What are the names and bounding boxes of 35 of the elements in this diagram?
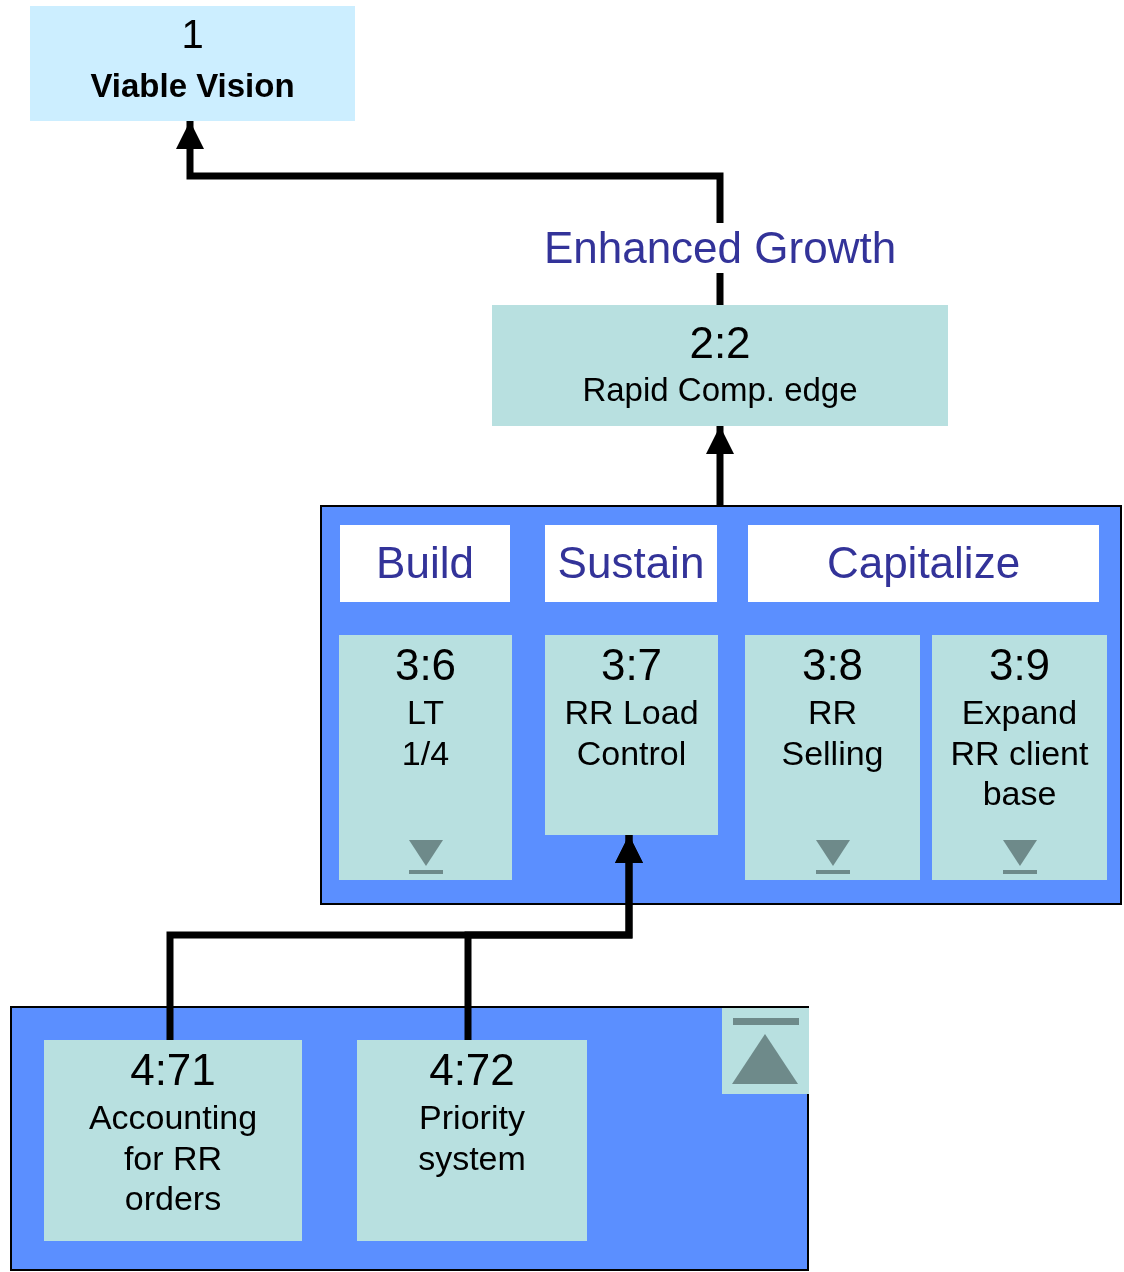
group-panel — [10, 1006, 809, 1271]
node-label: Viable Vision — [89, 66, 296, 106]
process-box — [339, 635, 512, 880]
heading-box — [545, 525, 717, 602]
column-heading: Capitalize — [826, 537, 1021, 590]
connector-arrow — [176, 121, 724, 305]
process-box — [44, 1040, 302, 1241]
column-heading: Build — [376, 537, 474, 590]
node-number: 1 — [181, 11, 204, 58]
process-box — [357, 1040, 587, 1241]
connector-arrow — [706, 426, 734, 505]
heading-box — [340, 525, 510, 602]
node-label: Accounting for RR orders — [87, 1096, 259, 1220]
process-box — [492, 305, 948, 426]
node-label: Rapid Comp. edge — [581, 369, 859, 410]
process-box — [545, 635, 718, 835]
node-label: LT 1/4 — [400, 691, 451, 774]
process-box — [30, 6, 355, 121]
group-panel — [320, 505, 1122, 905]
node-label: Expand RR client base — [949, 691, 1090, 815]
node-number: 4:72 — [429, 1044, 515, 1096]
column-heading: Sustain — [557, 537, 705, 590]
process-box — [932, 635, 1107, 880]
node-number: 3:9 — [988, 639, 1051, 691]
node-number: 4:71 — [130, 1044, 216, 1096]
process-box — [745, 635, 920, 880]
heading-box — [748, 525, 1099, 602]
node-label: RR Load Control — [563, 691, 700, 774]
node-label: Priority system — [417, 1096, 527, 1179]
node-number: 2:2 — [689, 317, 751, 369]
node-number: 3:6 — [394, 639, 457, 691]
node-label: RR Selling — [780, 691, 885, 774]
connector-arrow — [464, 835, 643, 1040]
node-number: 3:7 — [600, 639, 663, 691]
node-number: 3:8 — [801, 639, 864, 691]
